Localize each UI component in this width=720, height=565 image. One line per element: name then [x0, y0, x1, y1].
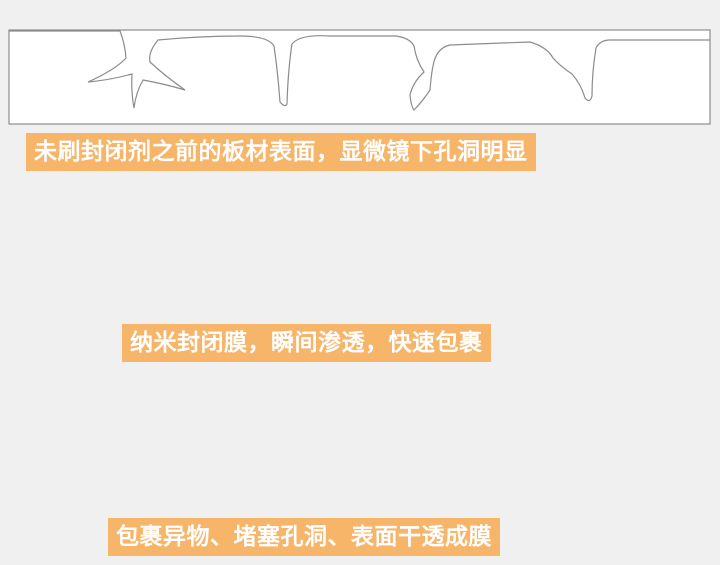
panel-1-surface-profile — [9, 30, 710, 111]
panel-1-caption: 未刷封闭剂之前的板材表面，显微镜下孔洞明显 — [26, 133, 536, 171]
panel-2-caption: 纳米封闭膜，瞬间渗透，快速包裹 — [122, 324, 491, 362]
panel-1-surface — [8, 29, 711, 125]
panel-3-caption: 包裹异物、堵塞孔洞、表面干透成膜 — [108, 518, 500, 556]
